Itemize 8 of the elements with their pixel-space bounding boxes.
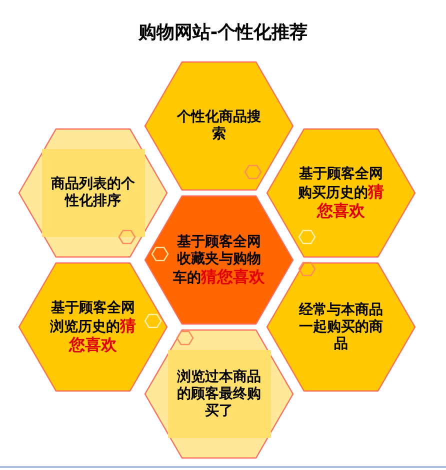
hexagon-label: 个性化商品搜索 [176,109,262,143]
hexagon-label: 基于顾客全网收藏夹与购物车的猜您喜欢 [172,234,266,286]
title: 购物网站-个性化推荐 [137,21,309,44]
hexagon-label: 基于顾客全网浏览历史的猜您喜欢 [49,300,137,354]
hexagon-label: 浏览过本商品的顾客最终购买了 [176,368,262,420]
hexagon-label: 商品列表的个性化排序 [50,176,136,210]
hexagon-label: 经常与本商品一起购买的商品 [298,302,384,352]
hexagon-label: 基于顾客全网购买历史的猜您喜欢 [296,166,385,220]
